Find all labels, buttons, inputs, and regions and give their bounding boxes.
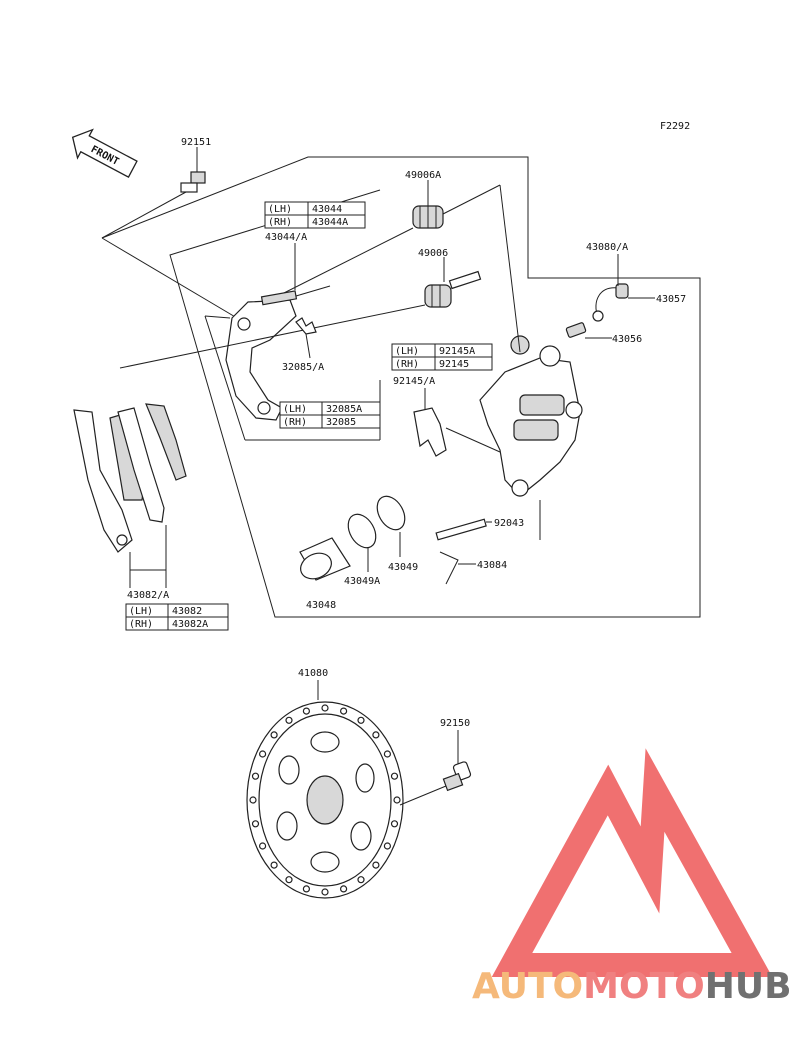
triangle-logo-icon: [491, 748, 773, 977]
disc-hole: [258, 842, 267, 850]
variant-table-43082: (LH) 43082 (RH) 43082A: [125, 603, 229, 631]
svg-text:AUTOMOTOHUB: AUTOMOTOHUB: [472, 966, 792, 1007]
svg-text:32085: 32085: [326, 417, 356, 428]
callout-41080: 41080: [298, 668, 328, 679]
callout-43084: 43084: [477, 560, 507, 571]
spring-32085: [295, 317, 317, 359]
callout-43044A: 43044/A: [265, 232, 307, 243]
svg-text:43082A: 43082A: [172, 619, 208, 630]
bolt-92150: [399, 730, 472, 806]
disc-hole: [258, 750, 267, 758]
svg-text:43082: 43082: [172, 606, 202, 617]
disc-hole: [270, 861, 278, 869]
svg-text:(LH): (LH): [283, 404, 307, 415]
disc-hole: [285, 716, 293, 724]
brake-pad-set: [73, 403, 187, 588]
svg-text:(LH): (LH): [129, 606, 153, 617]
caliper-body: [479, 184, 583, 540]
callout-43049A: 43049A: [344, 576, 380, 587]
disc-hole: [383, 842, 392, 850]
disc-hole: [270, 731, 278, 739]
callout-92151: 92151: [181, 137, 211, 148]
disc-hole: [357, 876, 365, 884]
svg-text:92145: 92145: [439, 359, 469, 370]
svg-text:(LH): (LH): [395, 346, 419, 357]
callout-43080A: 43080/A: [586, 242, 628, 253]
svg-text:(LH): (LH): [268, 204, 292, 215]
bleeder-43057: [592, 278, 655, 322]
callout-43056: 43056: [612, 334, 642, 345]
disc-hole: [340, 885, 348, 893]
svg-text:(RH): (RH): [395, 359, 419, 370]
disc-hole: [285, 876, 293, 884]
variant-table-92145: (LH) 92145A (RH) 92145: [391, 343, 493, 371]
disc-hole: [372, 861, 380, 869]
brake-disc-41080: [246, 701, 404, 899]
disc-hole: [302, 885, 310, 893]
diagram-code: F2292: [660, 121, 690, 132]
disc-hole: [390, 772, 399, 780]
seal-43049: [376, 495, 406, 557]
callout-92150: 92150: [440, 718, 470, 729]
variant-table-43044: (LH) 43044 (RH) 43044A: [264, 201, 366, 229]
variant-table-32085: (LH) 32085A (RH) 32085: [279, 401, 381, 429]
svg-text:(RH): (RH): [129, 619, 153, 630]
bleeder-43056: [565, 322, 612, 339]
disc-hole: [302, 707, 310, 715]
front-arrow-icon: FRONT: [71, 128, 138, 178]
disc-hole: [321, 704, 329, 712]
svg-text:32085A: 32085A: [326, 404, 362, 415]
automotohub-watermark-logo: AUTOMOTOHUB: [472, 748, 792, 1007]
disc-hole: [251, 772, 260, 780]
disc-hole: [390, 820, 399, 828]
caliper-bracket: [204, 285, 381, 441]
pin-92043: [435, 518, 492, 541]
disc-hole: [251, 820, 260, 828]
disc-hole: [340, 707, 348, 715]
piston-43048: [299, 537, 351, 581]
clip-43084: [439, 551, 476, 585]
disc-hole: [393, 796, 401, 804]
disc-hole: [321, 888, 329, 896]
svg-text:43044: 43044: [312, 204, 342, 215]
svg-text:92145A: 92145A: [439, 346, 475, 357]
callout-32085A: 32085/A: [282, 362, 324, 373]
svg-text:(RH): (RH): [283, 417, 307, 428]
disc-hole: [249, 796, 257, 804]
boot-49006A: [269, 180, 501, 301]
callout-92145A: 92145/A: [393, 376, 435, 387]
svg-text:43044A: 43044A: [312, 217, 348, 228]
callout-43049: 43049: [388, 562, 418, 573]
disc-hole: [372, 731, 380, 739]
callout-43082A: 43082/A: [127, 590, 169, 601]
callout-49006: 49006: [418, 248, 448, 259]
seal-43049A: [347, 513, 377, 572]
svg-text:(RH): (RH): [268, 217, 292, 228]
slide-pin-49006: [119, 257, 482, 369]
assembly-outline: [101, 156, 701, 618]
pad-spring-92145: [413, 388, 501, 457]
bolt-92151: [101, 147, 206, 239]
callout-43057: 43057: [656, 294, 686, 305]
disc-hole: [383, 750, 392, 758]
disc-hole: [357, 716, 365, 724]
callout-49006A: 49006A: [405, 170, 441, 181]
callout-43048: 43048: [306, 600, 336, 611]
callout-92043: 92043: [494, 518, 524, 529]
